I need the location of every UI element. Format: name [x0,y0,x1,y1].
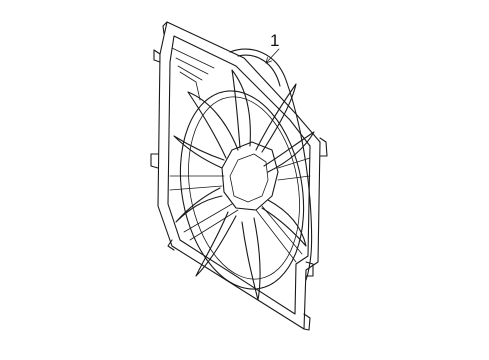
frame-struts [169,157,311,263]
fan-hub [221,141,279,211]
fan-blades [173,69,315,301]
callout-number-1: 1 [270,31,280,50]
fan-shroud-frame [150,21,328,331]
fan-motor-housing [229,48,313,281]
